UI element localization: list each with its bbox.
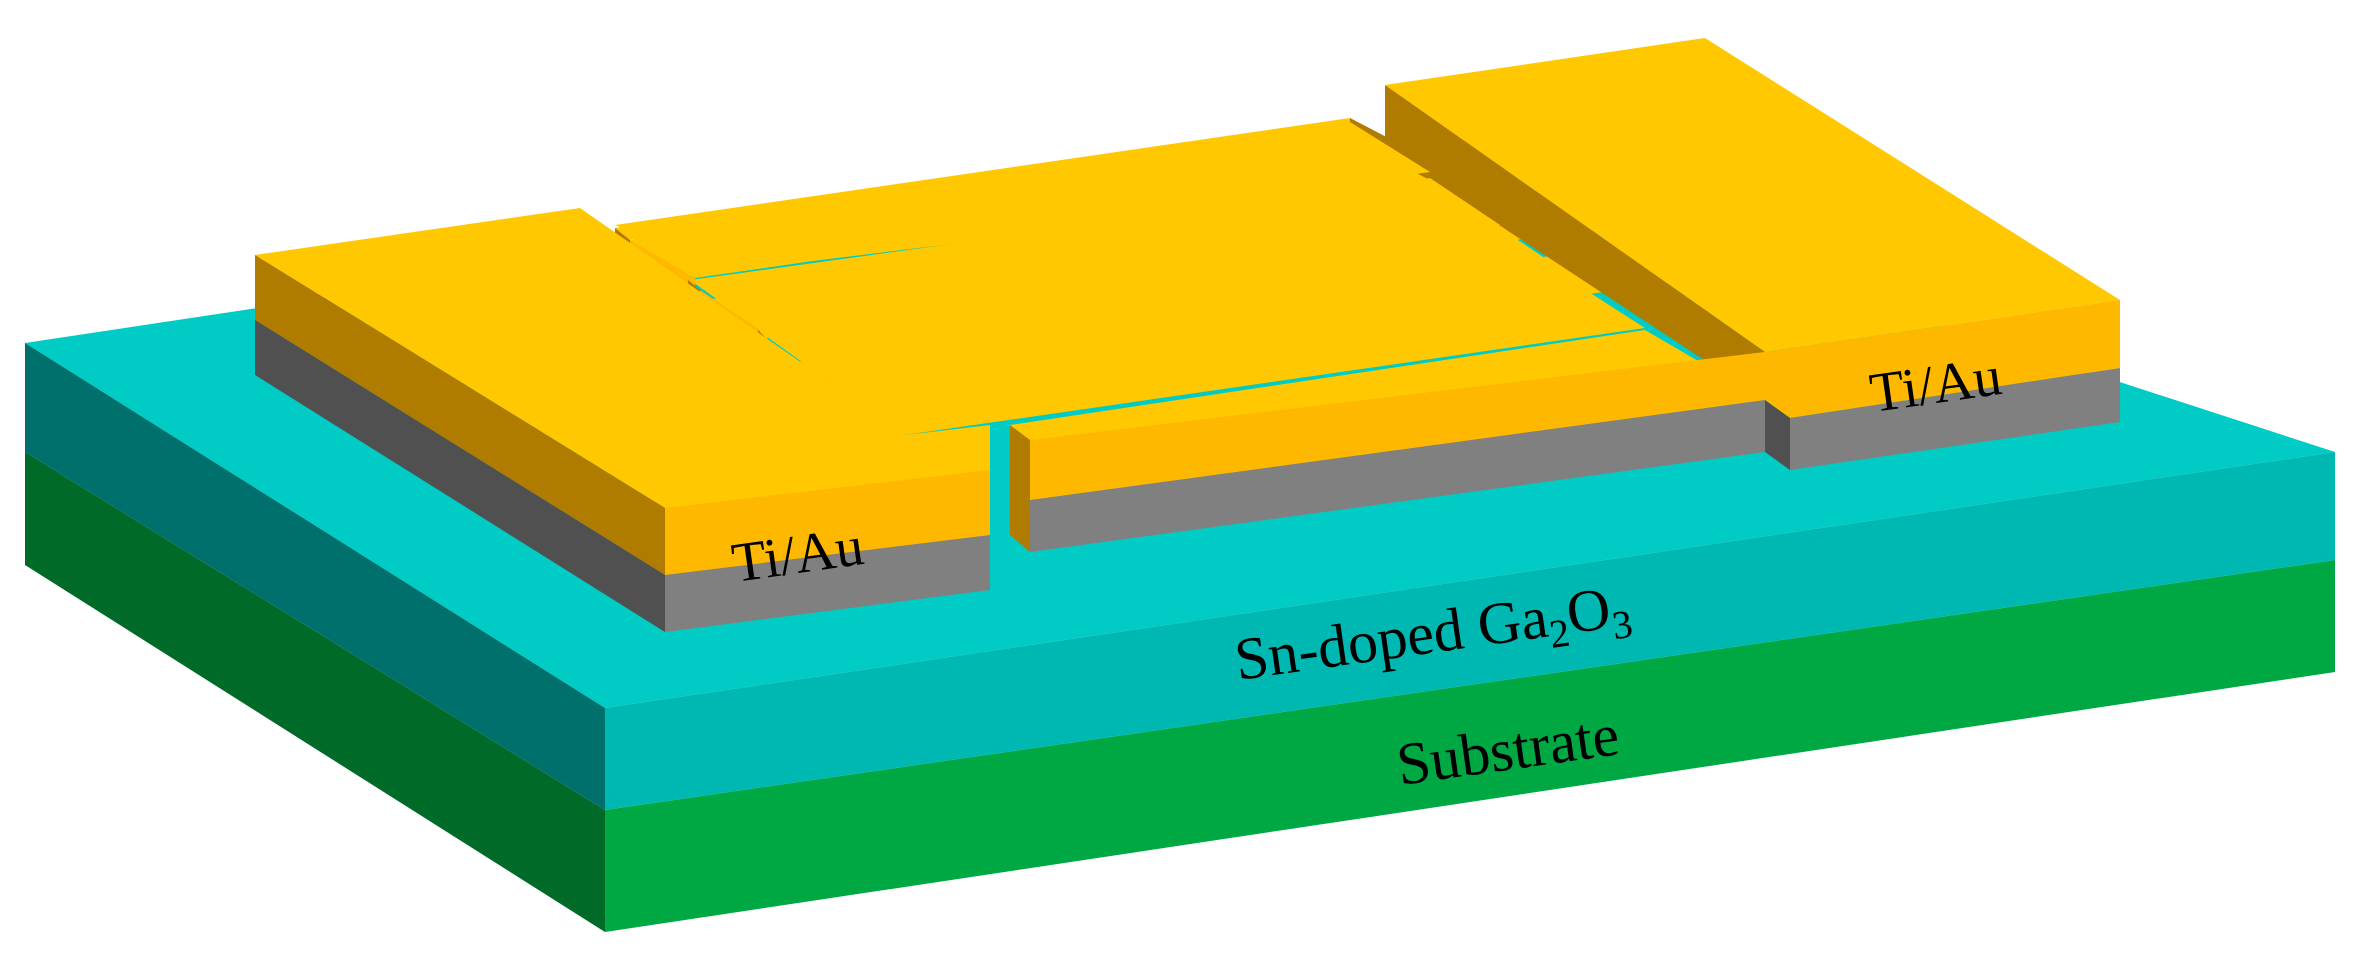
left-pad-ti-side (255, 320, 665, 632)
left-pad-top (255, 208, 990, 540)
substrate-layer (25, 452, 2335, 932)
ga2o3-front-face (605, 452, 2335, 810)
substrate-side-face (25, 452, 605, 932)
right-pad-ti-front (1790, 368, 2120, 470)
left-pad-gold-front (665, 470, 990, 582)
ga2o3-side-face (25, 343, 605, 810)
bottom-bus-gold-front (1030, 352, 1765, 500)
left-finger-c (760, 228, 1570, 382)
active-layer-label-mid: O (1562, 575, 1614, 646)
interdigitated-electrodes (255, 38, 2120, 632)
substrate-front-face (605, 560, 2335, 932)
bottom-bus-cap (1010, 425, 1030, 552)
right-pad-gold-front (1765, 300, 2120, 418)
right-pad-notch-side (1385, 85, 1765, 400)
left-finger-d (830, 280, 1645, 435)
left-pad-gold-side (255, 255, 665, 575)
right-pad-top (1385, 38, 2120, 352)
left-finger-b (690, 178, 1500, 330)
left-pad-ti-front (665, 535, 990, 632)
right-pad-ti-side (1765, 400, 1790, 470)
left-electrode (255, 120, 1765, 632)
left-finger-a (615, 122, 1430, 278)
bottom-bus-ti-front (1030, 400, 1765, 552)
